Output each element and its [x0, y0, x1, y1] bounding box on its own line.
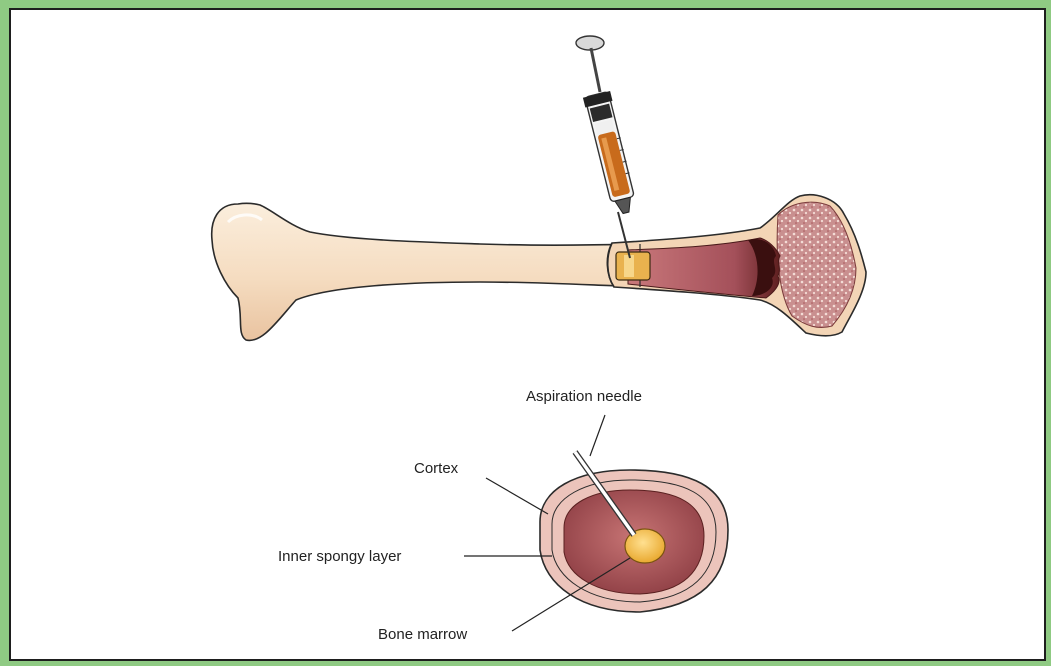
label-aspiration-needle: Aspiration needle — [526, 389, 642, 404]
label-inner-spongy-layer: Inner spongy layer — [278, 549, 401, 564]
bone-shaft — [212, 203, 640, 340]
syringe-icon — [576, 36, 640, 258]
label-cortex: Cortex — [414, 461, 458, 476]
bone-cross-section — [540, 452, 728, 612]
long-bone — [212, 195, 866, 341]
label-bone-marrow: Bone marrow — [378, 627, 467, 642]
